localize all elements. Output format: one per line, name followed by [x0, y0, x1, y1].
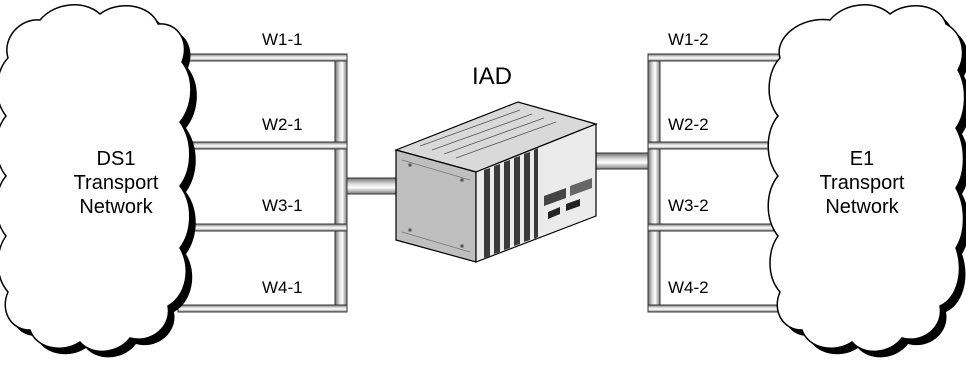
right-link-pipe-w4 [647, 304, 799, 313]
right-cloud: E1 Transport Network [767, 4, 966, 358]
iad-device: IAD [394, 63, 598, 263]
left-link-pipe-w4 [177, 304, 348, 313]
right-link-label-w1: W1-2 [668, 30, 709, 49]
left-bus-pipe [334, 53, 348, 313]
left-link-label-w2: W2-1 [262, 115, 303, 134]
right-link-group: W1-2 W2-2 W3-2 W4-2 [595, 30, 799, 313]
right-link-pipe-w2 [647, 141, 789, 150]
iad-top-vents [419, 109, 557, 159]
iad-side-details [401, 159, 471, 253]
right-link-label-w2: W2-2 [668, 115, 709, 134]
iad-label: IAD [472, 63, 512, 90]
right-cloud-line-1: E1 [850, 148, 874, 170]
left-link-label-w3: W3-1 [262, 196, 303, 215]
right-link-pipe-w1 [647, 53, 799, 62]
left-cloud-line-1: DS1 [97, 148, 136, 170]
left-trunk-pipe [346, 177, 403, 195]
right-link-label-w4: W4-2 [668, 278, 709, 297]
left-link-pipe-w2 [177, 141, 348, 150]
left-cloud: DS1 Transport Network [0, 4, 197, 358]
right-bus-pipe [647, 53, 661, 313]
right-trunk-pipe [595, 152, 649, 170]
iad-card-slots [484, 148, 538, 258]
left-link-group: W1-1 W2-1 W3-1 W4-1 [177, 30, 403, 313]
left-link-label-w4: W4-1 [262, 278, 303, 297]
right-link-pipe-w3 [647, 223, 789, 232]
right-link-label-w3: W3-2 [668, 196, 709, 215]
left-cloud-line-2: Transport [74, 172, 159, 194]
left-link-pipe-w3 [177, 223, 348, 232]
left-link-label-w1: W1-1 [262, 30, 303, 49]
left-link-pipe-w1 [177, 53, 348, 62]
right-cloud-line-3: Network [825, 196, 899, 218]
right-cloud-line-2: Transport [820, 172, 905, 194]
iad-connectors [544, 178, 592, 219]
left-cloud-line-3: Network [79, 196, 153, 218]
